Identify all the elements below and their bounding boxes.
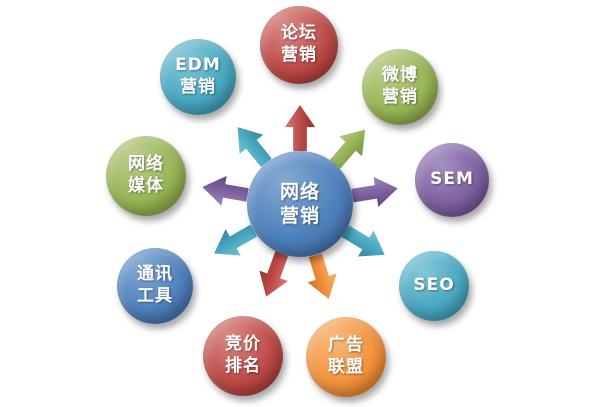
arrow-to-online-media bbox=[199, 168, 251, 213]
node-edm-marketing-label: EDM 营销 bbox=[175, 55, 221, 97]
node-ad-alliance: 广告 联盟 bbox=[306, 317, 386, 397]
node-ppc-ranking-label: 竞价 排名 bbox=[225, 334, 261, 376]
node-forum-marketing: 论坛 营销 bbox=[260, 6, 338, 84]
arrow-to-ad-alliance bbox=[297, 249, 347, 304]
node-sem-label: SEM bbox=[430, 169, 474, 190]
arrow-to-forum-marketing bbox=[281, 105, 319, 151]
node-forum-marketing-label: 论坛 营销 bbox=[281, 23, 317, 65]
center-node-label: 网络 营销 bbox=[279, 180, 320, 227]
node-weibo-marketing: 微博 营销 bbox=[362, 49, 438, 125]
node-ad-alliance-label: 广告 联盟 bbox=[328, 335, 364, 377]
node-sem: SEM bbox=[415, 143, 489, 217]
node-im-tools: 通讯 工具 bbox=[117, 248, 193, 324]
node-seo: SEO bbox=[399, 251, 469, 321]
node-ppc-ranking: 竞价 排名 bbox=[203, 316, 283, 396]
node-seo-label: SEO bbox=[413, 275, 455, 296]
center-node-network-marketing: 网络 营销 bbox=[247, 151, 353, 257]
node-weibo-marketing-label: 微博 营销 bbox=[382, 65, 418, 107]
node-im-tools-label: 通讯 工具 bbox=[137, 264, 173, 306]
node-edm-marketing: EDM 营销 bbox=[160, 39, 236, 115]
arrow-to-sem bbox=[349, 170, 400, 215]
node-online-media: 网络 媒体 bbox=[106, 136, 186, 216]
node-online-media-label: 网络 媒体 bbox=[128, 154, 164, 196]
